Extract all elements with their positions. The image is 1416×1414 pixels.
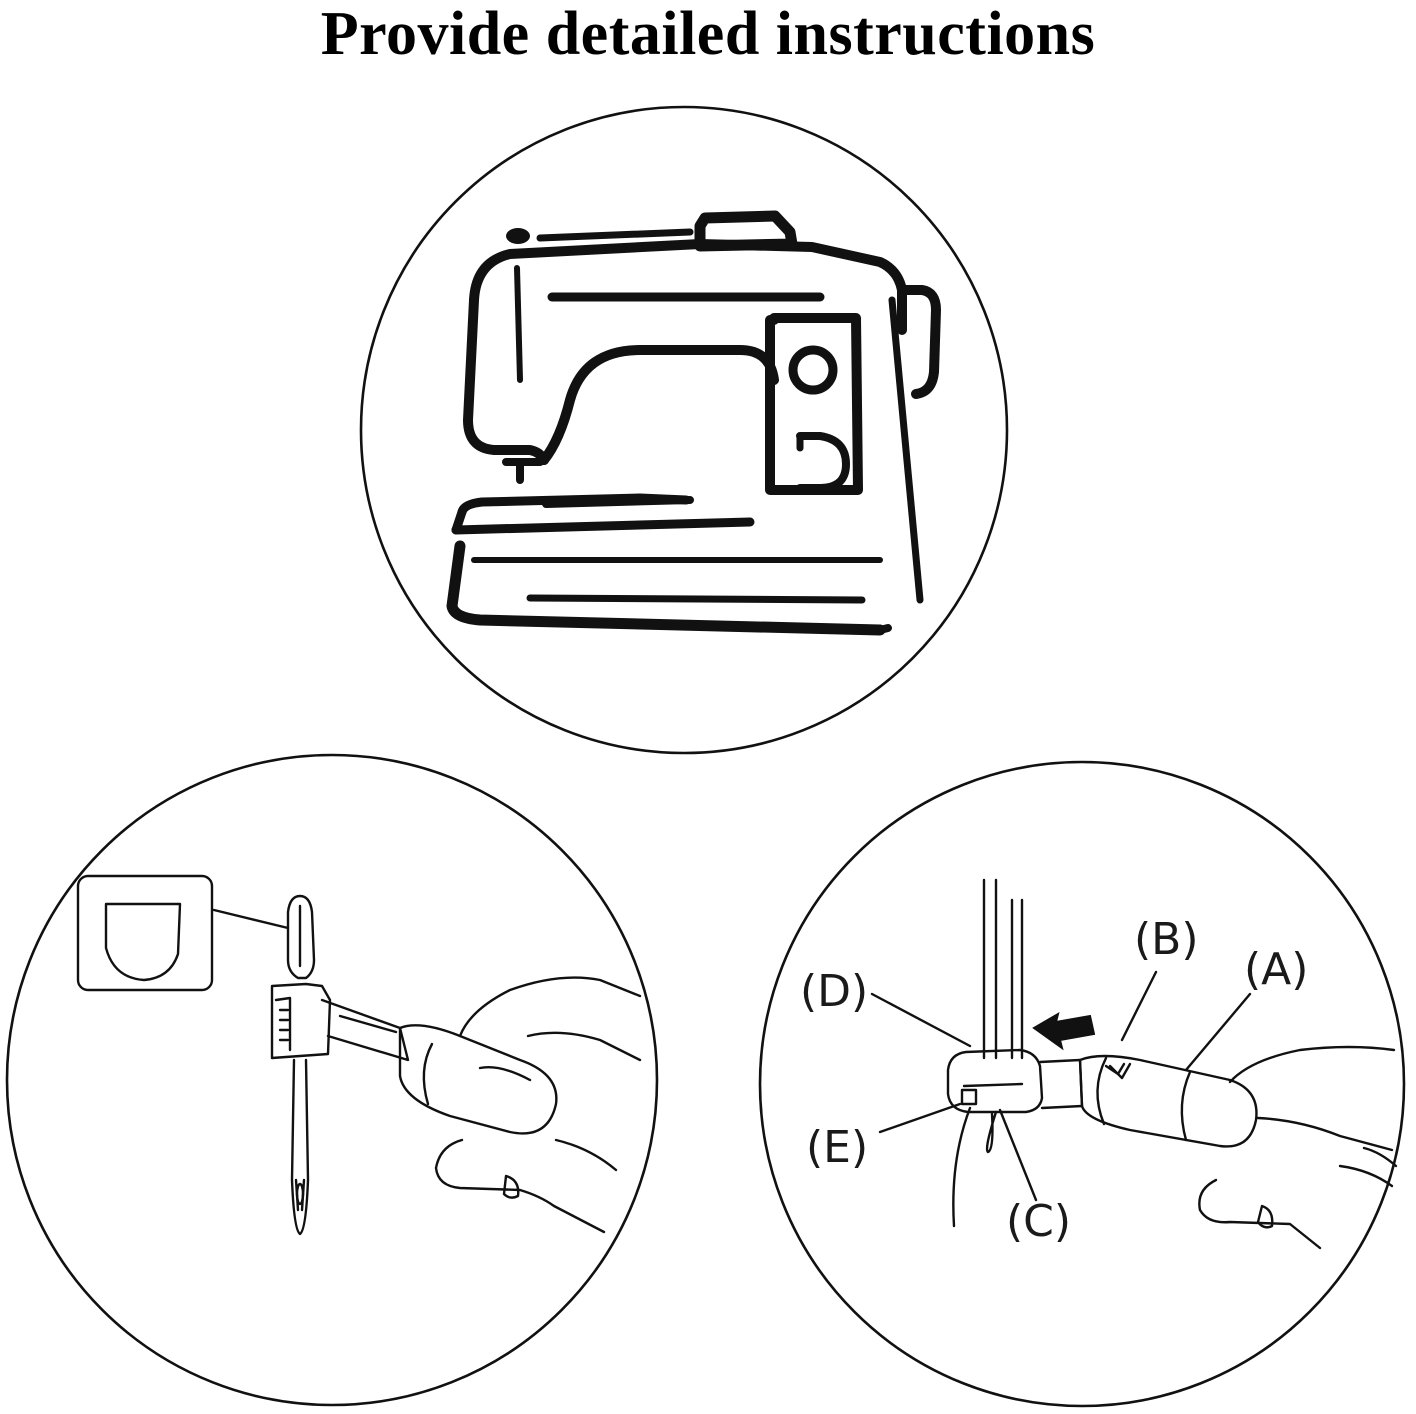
threading-tool-panel: (D) (E) (C) (B) (A) [758,760,1406,1408]
sewing-machine-circle [359,105,1009,755]
sewing-machine-icon [446,210,941,636]
needle-with-threader-icon [76,874,642,1236]
sewing-machine-panel [359,105,1009,755]
callout-label-c: (C) [1006,1196,1071,1247]
callout-label-b: (B) [1134,914,1199,965]
push-arrow-icon [1032,1011,1096,1051]
needle-insertion-panel [5,753,659,1407]
page-title: Provide detailed instructions [320,0,1096,68]
needle-insertion-circle [5,753,659,1407]
callout-label-e: (E) [806,1122,868,1173]
threading-tool-circle [758,760,1406,1408]
threading-tool-icon [870,878,1398,1250]
callout-label-d: (D) [800,966,868,1017]
callout-label-a: (A) [1244,944,1308,995]
